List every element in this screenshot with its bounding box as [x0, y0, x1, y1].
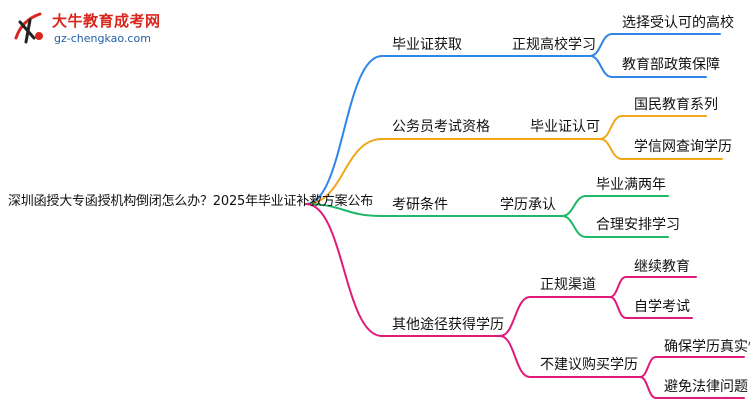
connector-self-study-exam	[609, 296, 627, 319]
connector-civil-service	[305, 138, 383, 205]
connector-no-buying	[499, 335, 531, 378]
connector-two-years	[561, 195, 587, 217]
connector-postgrad	[305, 203, 383, 217]
connector-policy-guarantee	[589, 55, 613, 78]
connector-study-plan	[561, 215, 587, 238]
leaf-label-national-education: 国民教育系列	[634, 97, 718, 113]
leaf-label-authenticity: 确保学历真实性	[664, 339, 750, 355]
connector-other-paths	[305, 203, 383, 337]
root-node-label: 深圳函授大专函授机构倒闭怎么办？2025年毕业证补救方案公布	[8, 194, 374, 209]
branch-label-diploma: 毕业证获取	[392, 37, 462, 53]
connector-diploma	[305, 55, 383, 205]
sub-label-diploma-recognized: 毕业证认可	[530, 119, 600, 135]
leaf-label-continuing-education: 继续教育	[634, 259, 690, 275]
logo-mark-icon	[14, 12, 43, 44]
connector-regular-channel	[499, 296, 531, 337]
leaf-label-policy-guarantee: 教育部政策保障	[622, 57, 720, 73]
connector-chsi-query	[599, 138, 623, 160]
logo-url: gz-chengkao.com	[54, 32, 151, 45]
leaf-label-study-plan: 合理安排学习	[596, 217, 680, 233]
branch-label-other-paths: 其他途径获得学历	[392, 317, 504, 333]
sub-label-regular-university: 正规高校学习	[512, 37, 596, 53]
branch-label-civil-service: 公务员考试资格	[392, 119, 490, 135]
sub-label-degree-recognized: 学历承认	[500, 197, 556, 213]
leaf-label-recognized-university: 选择受认可的高校	[622, 15, 734, 31]
sub-label-no-buying: 不建议购买学历	[540, 357, 638, 373]
leaf-label-chsi-query: 学信网查询学历	[634, 139, 732, 155]
connector-authenticity	[639, 356, 657, 378]
leaf-label-two-years: 毕业满两年	[596, 177, 666, 193]
connector-national-education	[599, 115, 623, 140]
leaf-label-legal-issues: 避免法律问题	[664, 379, 748, 395]
connector-continuing-education	[609, 276, 627, 298]
leaf-label-self-study-exam: 自学考试	[634, 299, 690, 315]
sub-label-regular-channel: 正规渠道	[540, 277, 596, 293]
site-logo[interactable]: 大牛教育成考网 gz-chengkao.com	[6, 4, 186, 54]
branch-label-postgrad: 考研条件	[392, 197, 448, 213]
logo-title: 大牛教育成考网	[52, 12, 161, 30]
connector-legal-issues	[639, 376, 657, 399]
